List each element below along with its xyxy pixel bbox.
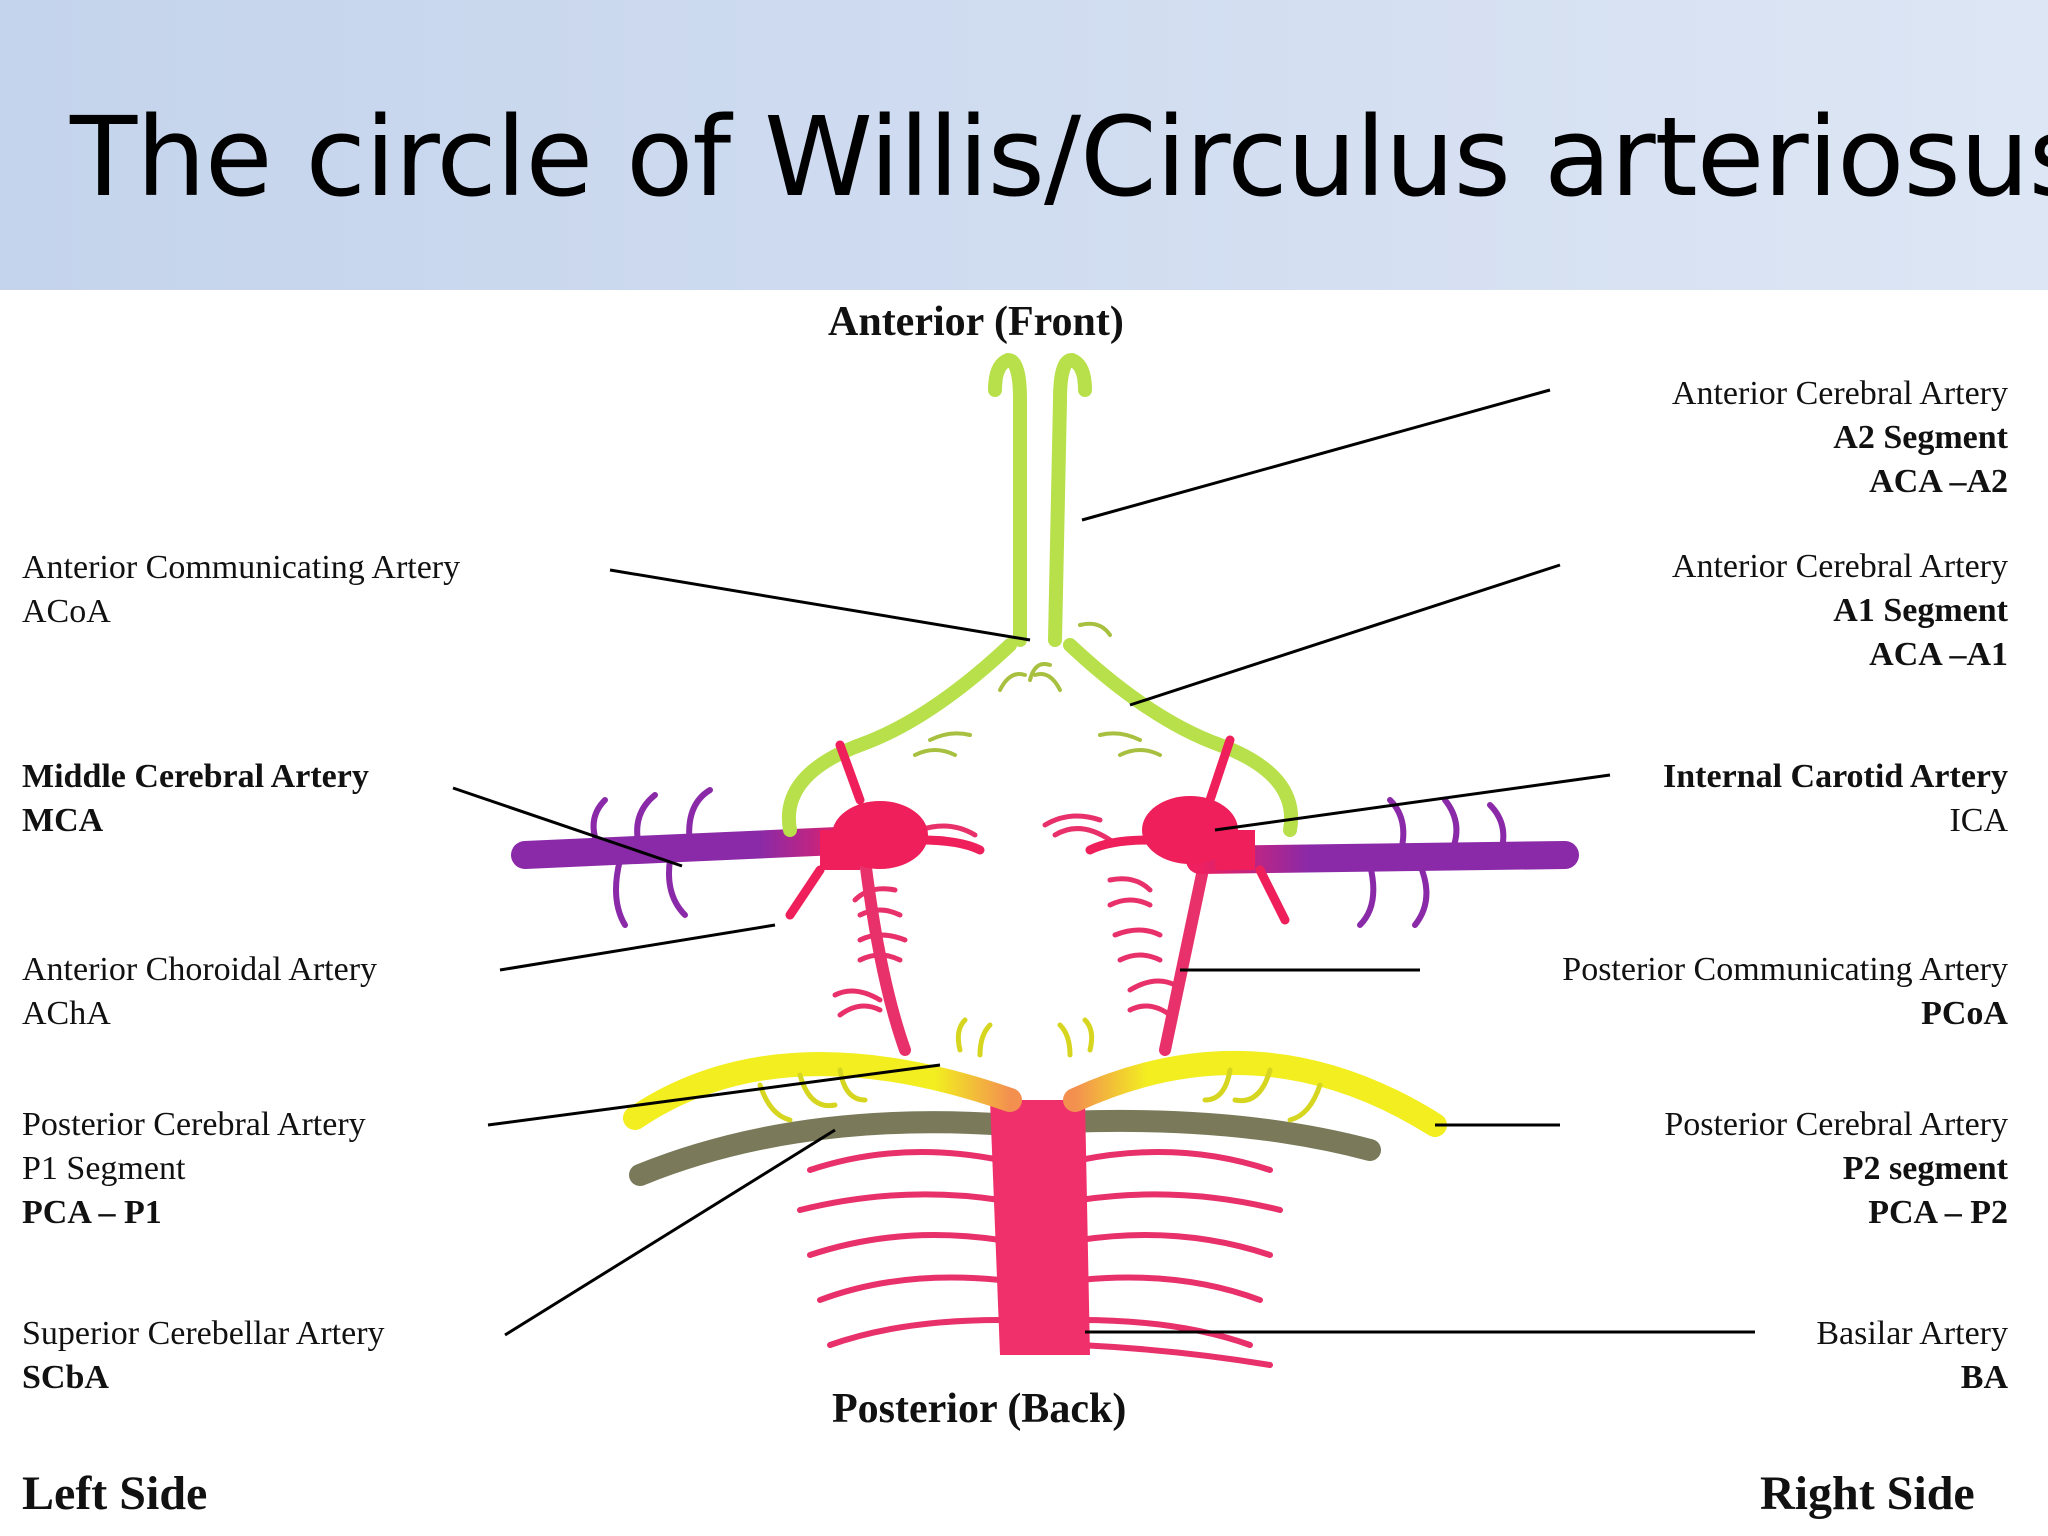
label-acha: Anterior Choroidal Artery AChA	[22, 948, 377, 1036]
label-pca-p1: Posterior Cerebral Artery P1 Segment PCA…	[22, 1103, 366, 1235]
label-pcoa: Posterior Communicating Artery PCoA	[1562, 948, 2008, 1036]
label-pca-p2-segment: P2 segment	[1842, 1150, 2008, 1187]
label-aca-a2: Anterior Cerebral Artery A2 Segment ACA …	[1672, 372, 2008, 504]
label-pca-p2: Posterior Cerebral Artery P2 segment PCA…	[1664, 1103, 2008, 1235]
title-band	[0, 0, 2048, 290]
circle-of-willis-diagram	[452, 352, 1755, 1368]
aca-branches	[913, 621, 1162, 757]
label-mca-name: Middle Cerebral Artery	[22, 758, 369, 795]
right-side-label: Right Side	[1760, 1467, 1975, 1520]
label-scba: Superior Cerebellar Artery SCbA	[22, 1312, 385, 1400]
anterior-cerebral-arteries	[781, 352, 1299, 837]
left-side-label: Left Side	[22, 1467, 208, 1520]
posterior-communicating-arteries	[859, 854, 1211, 1056]
label-pca-p2-abbr: PCA – P2	[1868, 1194, 2008, 1231]
label-pca-p1-name: Posterior Cerebral Artery	[22, 1106, 366, 1143]
label-pca-p1-abbr: PCA – P1	[22, 1194, 162, 1231]
label-pca-p1-segment: P1 Segment	[22, 1150, 186, 1187]
label-pca-p2-name: Posterior Cerebral Artery	[1664, 1106, 2008, 1143]
label-aca-a1-segment: A1 Segment	[1833, 592, 2008, 629]
posterior-cerebral-right	[1063, 1050, 1447, 1137]
label-acha-abbr: AChA	[22, 995, 111, 1032]
label-scba-name: Superior Cerebellar Artery	[22, 1315, 385, 1352]
middle-cerebral-right	[1186, 841, 1579, 874]
basilar-branches	[797, 1149, 1283, 1368]
mca-branches	[590, 787, 1507, 928]
posterior-label: Posterior (Back)	[832, 1386, 1127, 1432]
internal-carotid-arteries	[820, 796, 1255, 870]
label-aca-a1-abbr: ACA –A1	[1869, 636, 2008, 673]
label-ba-name: Basilar Artery	[1816, 1315, 2008, 1352]
label-aca-a2-segment: A2 Segment	[1833, 419, 2008, 456]
label-aca-a2-name: Anterior Cerebral Artery	[1671, 375, 2008, 412]
label-scba-abbr: SCbA	[22, 1359, 109, 1396]
label-ba: Basilar Artery BA	[1816, 1312, 2008, 1400]
label-ica-abbr: ICA	[1949, 802, 2008, 839]
label-mca: Middle Cerebral Artery MCA	[22, 755, 369, 843]
label-pcoa-name: Posterior Communicating Artery	[1562, 951, 2008, 988]
label-acha-name: Anterior Choroidal Artery	[22, 951, 378, 988]
basilar-artery	[990, 1100, 1090, 1355]
leader-lines	[452, 388, 1755, 1337]
label-aca-a1: Anterior Cerebral Artery A1 Segment ACA …	[1672, 545, 2008, 677]
label-aca-a1-name: Anterior Cerebral Artery	[1671, 548, 2008, 585]
label-ica-name: Internal Carotid Artery	[1663, 758, 2008, 795]
posterior-cerebral-left	[623, 1052, 1022, 1130]
label-ica: Internal Carotid Artery ICA	[1663, 755, 2008, 843]
middle-cerebral-left	[511, 826, 874, 869]
anterior-label: Anterior (Front)	[828, 299, 1124, 345]
label-mca-abbr: MCA	[22, 802, 104, 839]
carotid-branches	[785, 735, 1290, 925]
label-ba-abbr: BA	[1960, 1359, 2008, 1396]
label-aca-a2-abbr: ACA –A2	[1869, 463, 2008, 500]
perforator-branches	[832, 813, 1178, 1018]
pca-branches	[757, 1017, 1323, 1123]
label-acoa: Anterior Communicating Artery ACoA	[22, 546, 460, 634]
label-acoa-abbr: ACoA	[22, 593, 111, 630]
label-pcoa-abbr: PCoA	[1921, 995, 2008, 1032]
slide-title: The circle of Willis/Circulus arteriosus	[70, 93, 2048, 221]
label-acoa-name: Anterior Communicating Artery	[22, 549, 461, 586]
